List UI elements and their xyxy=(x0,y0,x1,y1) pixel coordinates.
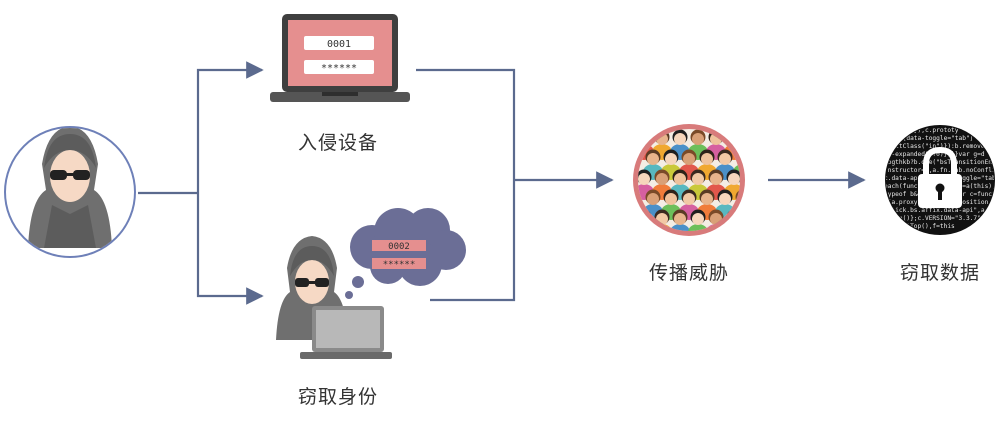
attacker-avatar xyxy=(4,126,136,258)
steal-data-lock: .....}}}}),c.prototy.on('[data-toggle="t… xyxy=(884,125,1000,235)
invade-device-user-field: 0001 xyxy=(327,39,351,50)
spread-threat-label: 传播威胁 xyxy=(648,262,729,284)
code-line: .on('[data-toggle="tab"]') xyxy=(884,135,981,142)
connector-from-steal-identity xyxy=(430,180,516,302)
arrow-to-steal-identity xyxy=(196,193,264,305)
code-line: .nstructor=c,a.fn.tab.noConflict= xyxy=(884,167,1000,174)
invade-device-laptop: 0001 ****** xyxy=(270,14,410,102)
steal-identity-label: 窃取身份 xyxy=(297,386,378,408)
invade-device-label: 入侵设备 xyxy=(297,132,378,154)
padlock-icon xyxy=(918,146,962,208)
invade-device-password-field: ****** xyxy=(321,63,357,74)
steal-identity-password-field: ****** xyxy=(383,260,416,270)
code-line: nScrollTop(),f=this xyxy=(884,223,955,230)
steal-identity-user-field: 0002 xyxy=(388,242,410,252)
code-line: "click.bs.affix.data-api",a. xyxy=(884,207,988,214)
steal-identity-illustration: 0002 ****** xyxy=(276,208,466,359)
code-line: a.attClass("in")}):b.removeClass( xyxy=(884,143,1000,150)
spread-threat-crowd xyxy=(633,124,745,236)
thought-cloud-icon xyxy=(345,208,466,299)
code-line: ia-expanded",!0)})}}var g=d xyxy=(884,151,985,158)
connector-from-invade-device xyxy=(416,68,516,180)
arrow-to-invade-device xyxy=(196,61,264,193)
code-line: .ogthkb?b.one("bsTransitionEnd",f) xyxy=(884,159,1000,166)
connector-lines xyxy=(138,61,866,305)
steal-data-label: 窃取数据 xyxy=(899,262,980,284)
code-line: .....}}}}),c.prototy xyxy=(884,127,959,134)
code-line: ition()};c.VERSION="3.3.7",c xyxy=(884,215,989,222)
